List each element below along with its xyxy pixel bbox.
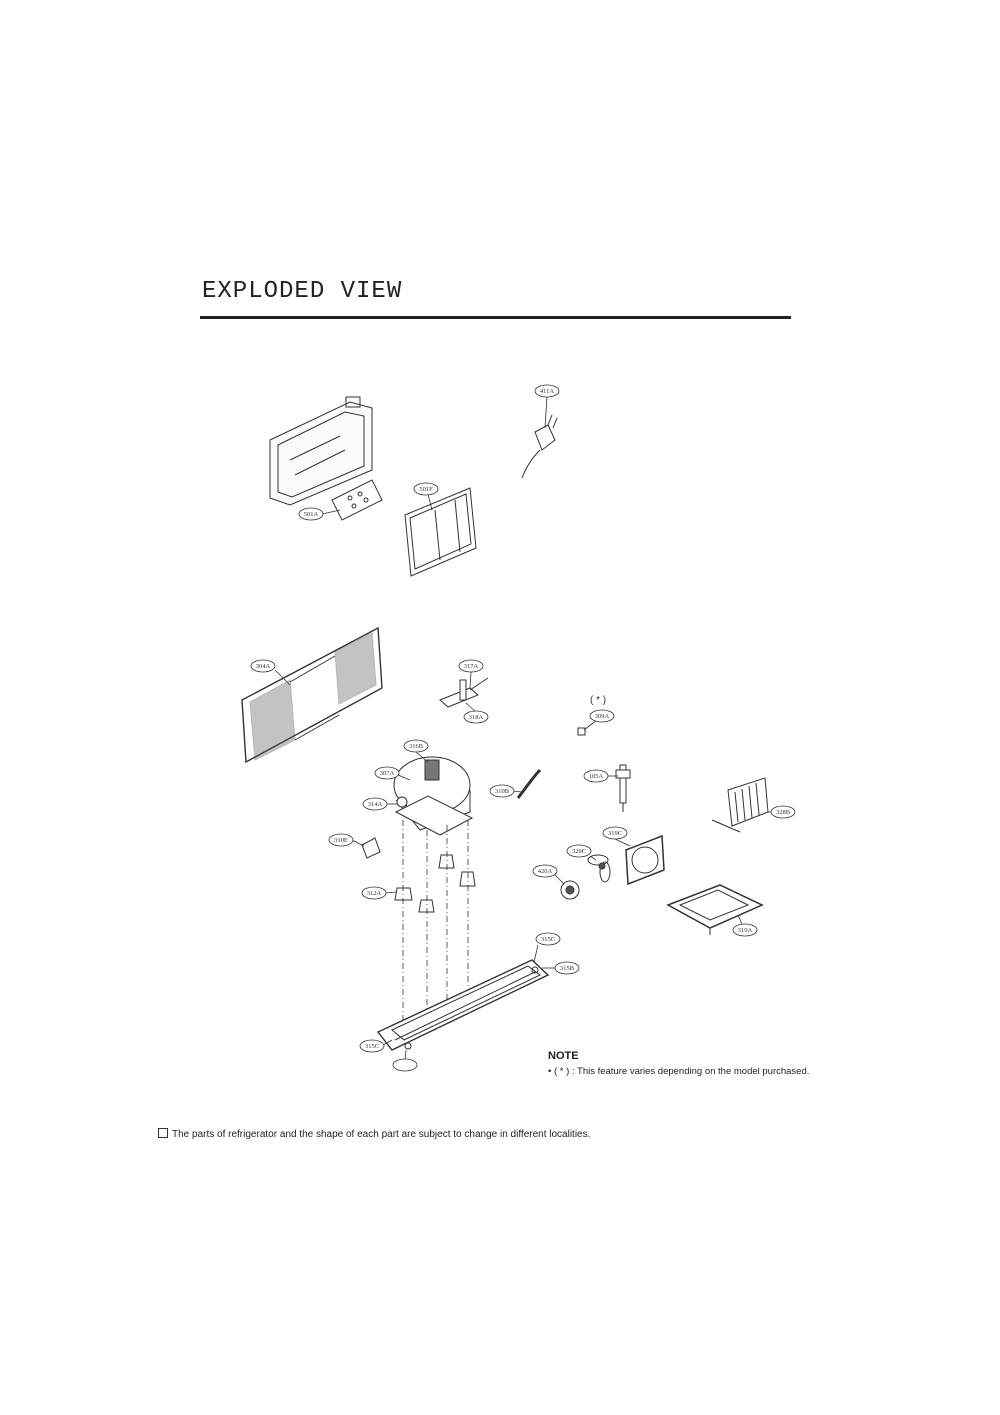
callout-328B: 328B — [776, 809, 791, 816]
label-sheet-501A — [331, 479, 383, 521]
rubber-feet-312A — [394, 854, 476, 913]
callout-501A: 501A — [304, 511, 319, 518]
callout-304A: 304A — [256, 663, 271, 670]
control-box-cover — [269, 396, 373, 506]
callout-309A: 309A — [595, 713, 610, 720]
callout-105A: 105A — [589, 773, 604, 780]
fan-motor-420A — [560, 880, 580, 900]
callout-318A: 318A — [469, 714, 484, 721]
callouts — [250, 384, 796, 1072]
sensor-317A — [439, 677, 489, 708]
callout-314A: 314A — [368, 801, 383, 808]
checkbox-icon — [158, 1128, 168, 1138]
callout-329C: 329C — [572, 848, 586, 855]
valve-105A — [615, 764, 631, 812]
callout-312A: 312A — [367, 890, 382, 897]
callout-316B: 316B — [409, 743, 424, 750]
compressor-307A — [393, 756, 474, 836]
clip-310E — [361, 837, 381, 859]
callout-420A: 420A — [538, 868, 553, 875]
callout-319A: 319A — [738, 927, 753, 934]
fan-blade-329C — [587, 854, 611, 883]
callout-315C-bottom: 315C — [365, 1043, 379, 1050]
plate-501F — [404, 487, 477, 577]
callout-501F: 501F — [419, 486, 433, 493]
callout-411A: 411A — [540, 388, 555, 395]
footer-note: The parts of refrigerator and the shape … — [158, 1128, 590, 1140]
note-body: ( * ) : This feature varies depending on… — [553, 1066, 810, 1077]
part-309A — [577, 727, 586, 736]
power-cord-411A — [521, 414, 558, 479]
base-plate-315B — [376, 959, 550, 1051]
callout-315B: 315B — [560, 965, 575, 972]
title-rule — [200, 316, 791, 319]
callout-310E: 310E — [334, 837, 348, 844]
callout-307A: 307A — [380, 770, 395, 777]
callout-310B: 310B — [495, 788, 510, 795]
footer-text: The parts of refrigerator and the shape … — [172, 1129, 591, 1140]
callout-315C-top: 315C — [541, 936, 555, 943]
pipe-310B — [516, 768, 542, 799]
note-heading: NOTE — [548, 1050, 579, 1062]
condenser-328B — [711, 777, 769, 833]
callout-319C: 319C — [608, 830, 622, 837]
rear-panel-304A — [241, 626, 383, 764]
assembly-guides — [402, 820, 469, 1040]
optional-marker: ( * ) — [590, 695, 606, 706]
callout-317A: 317A — [464, 663, 479, 670]
fan-shroud-319C — [625, 834, 665, 886]
note-text: • ( * ) : This feature varies depending … — [548, 1066, 810, 1077]
page-title: EXPLODED VIEW — [202, 278, 403, 305]
drip-tray-319A — [666, 884, 764, 935]
